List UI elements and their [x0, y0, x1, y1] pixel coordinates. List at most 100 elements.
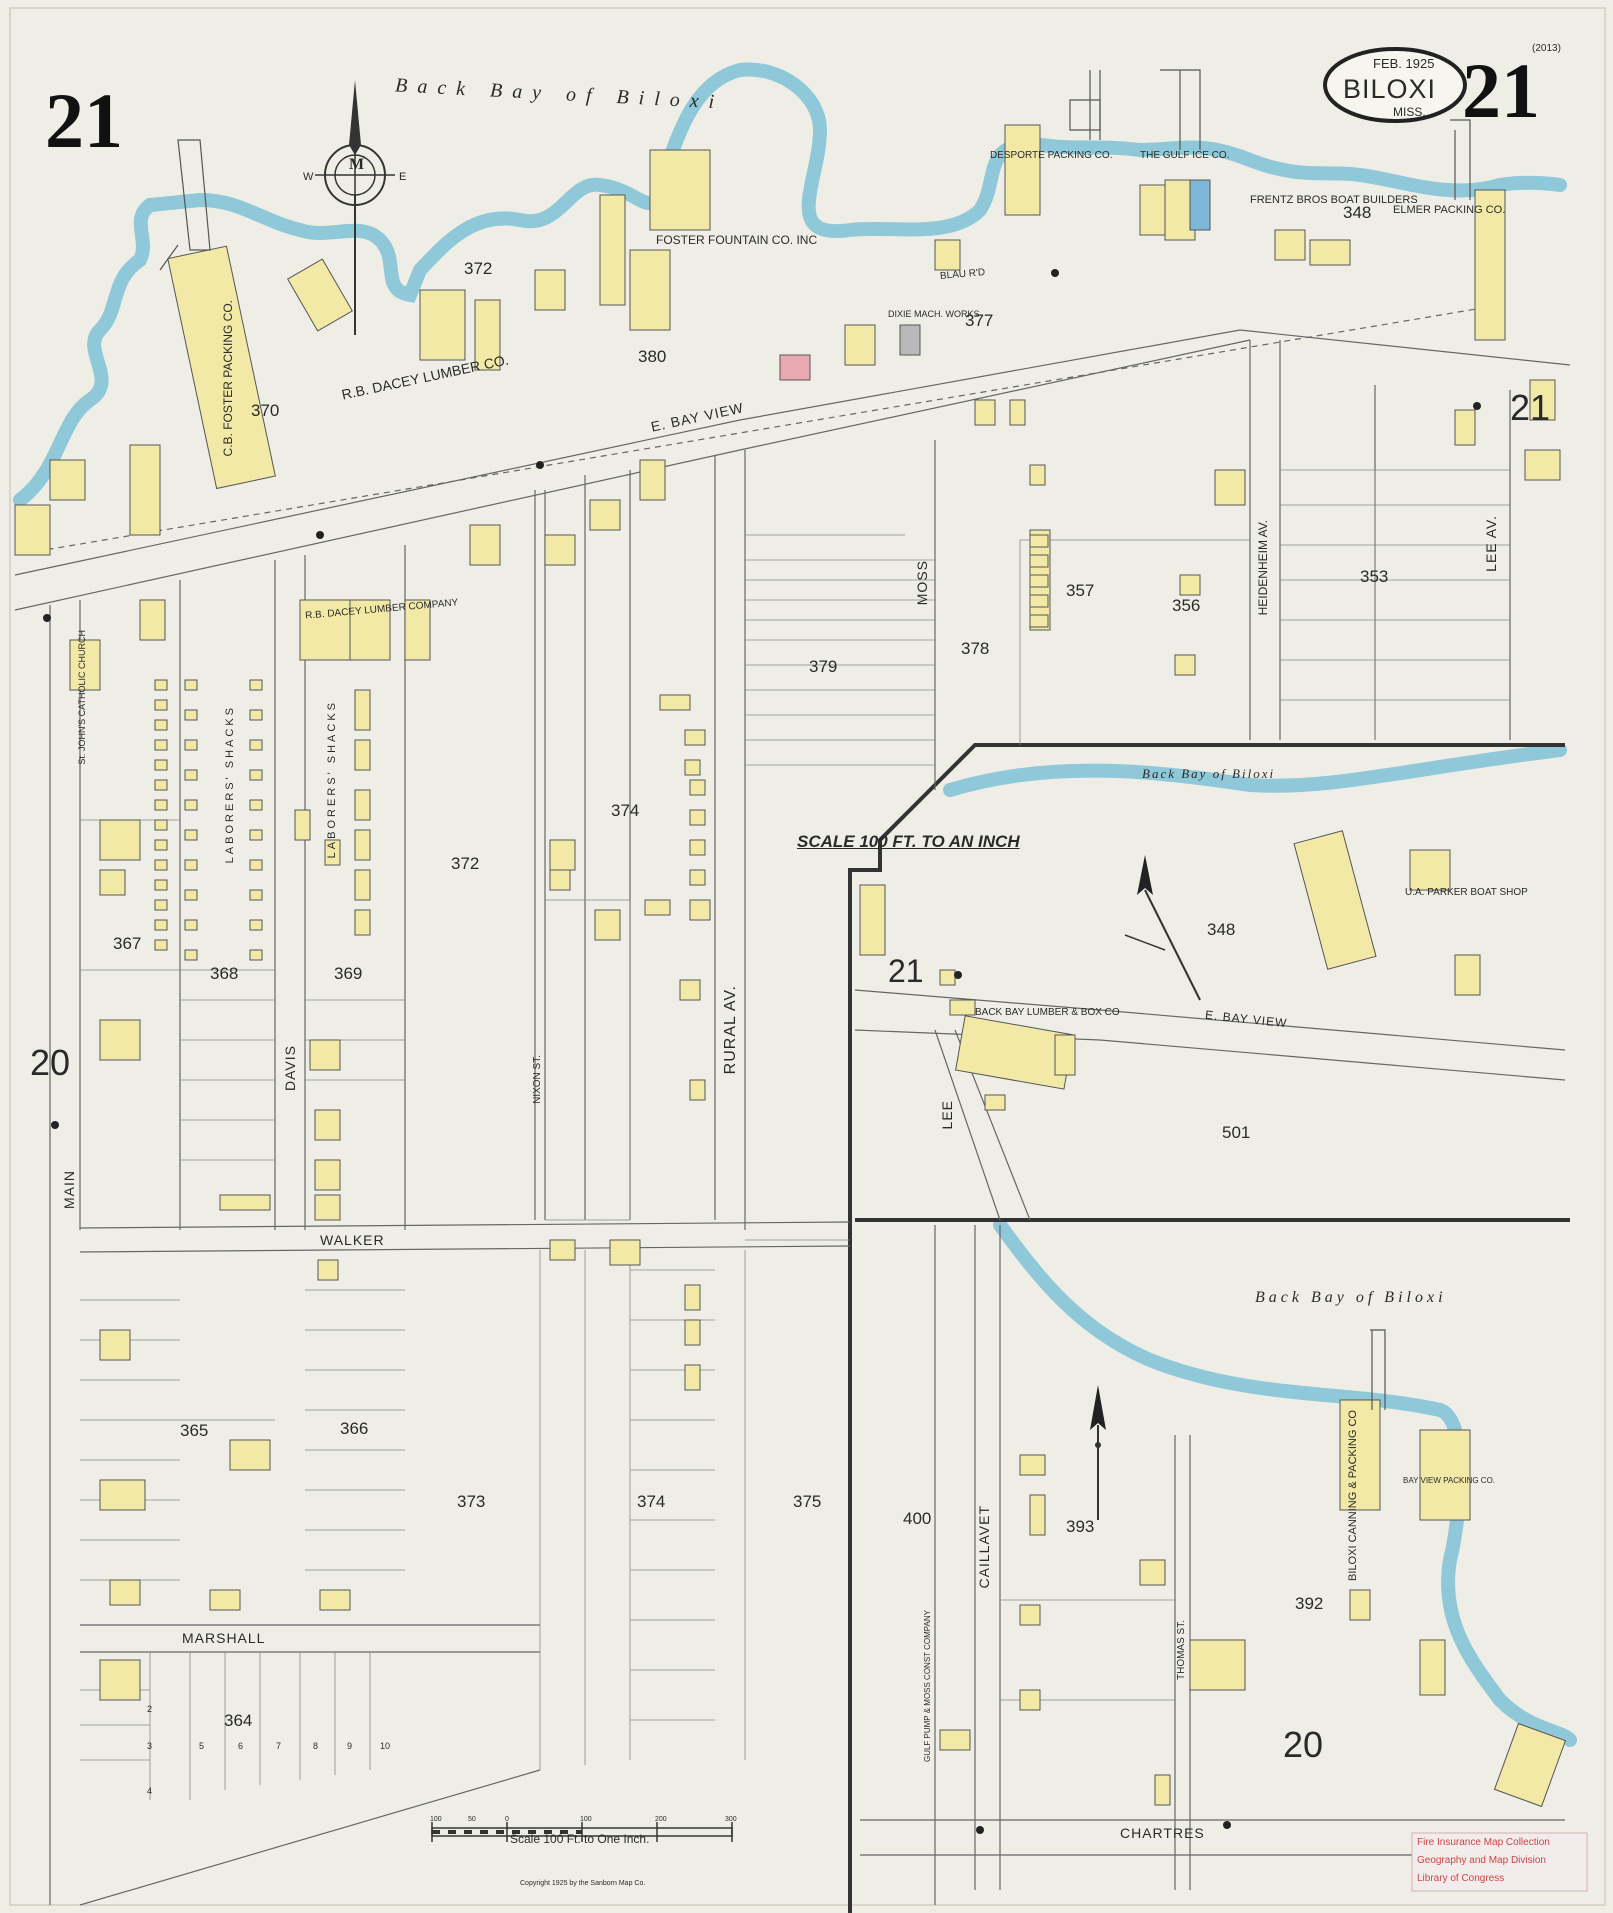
lot-number: 4 — [147, 1786, 153, 1796]
block-number: 373 — [457, 1492, 486, 1511]
scale-label-top: SCALE 100 FT. TO AN INCH — [797, 832, 1020, 851]
scale-bar — [431, 1822, 733, 1842]
corner-note: (2013) — [1532, 43, 1561, 54]
block-number: 375 — [793, 1492, 822, 1511]
street-nixon: NIXON ST. — [532, 1055, 543, 1104]
svg-text:W: W — [303, 171, 314, 183]
inset-shoreline — [943, 743, 1567, 797]
copyright: Copyright 1925 by the Sanborn Map Co. — [520, 1880, 646, 1887]
ice-plant — [1189, 179, 1211, 231]
scale-tick: 300 — [725, 1816, 737, 1823]
scale-tick: 50 — [468, 1816, 476, 1823]
block-number: 377 — [965, 311, 994, 330]
block-number: 374 — [637, 1492, 666, 1511]
inset2-shoreline — [993, 1218, 1577, 1747]
label-biloxi-canning: BILOXI CANNING & PACKING CO — [1347, 1410, 1359, 1581]
block-number: 374 — [611, 801, 640, 820]
piers — [159, 69, 1471, 1410]
scale-tick: 0 — [505, 1816, 509, 1823]
block-number: 370 — [251, 401, 280, 420]
label-back-bay-lumber: BACK BAY LUMBER & BOX CO — [975, 1007, 1120, 1018]
sheet-number-left: 21 — [45, 77, 123, 164]
block-number: 372 — [451, 854, 480, 873]
dixie-machine-works — [899, 324, 921, 356]
street-main: MAIN — [61, 1170, 77, 1209]
block-number: 356 — [1172, 596, 1201, 615]
stamp-line: Library of Congress — [1417, 1873, 1505, 1884]
block-number: 393 — [1066, 1517, 1095, 1536]
stamp-line: Fire Insurance Map Collection — [1417, 1837, 1550, 1848]
label-cb-foster: C.B. FOSTER PACKING CO. — [221, 300, 235, 457]
sheet-number-right: 21 — [1462, 47, 1540, 134]
street-rural: RURAL AV. — [722, 985, 739, 1075]
label-frentz: FRENTZ BROS BOAT BUILDERS — [1250, 194, 1418, 206]
street-thomas: THOMAS ST. — [1176, 1620, 1187, 1681]
scale-tick: 100 — [580, 1816, 592, 1823]
lot-number: 10 — [380, 1741, 391, 1751]
block-number: 353 — [1360, 567, 1389, 586]
label-laborers-shacks: LABORERS' SHACKS — [224, 705, 236, 864]
block-number: 400 — [903, 1509, 932, 1528]
lot-number: 2 — [147, 1704, 153, 1714]
block-number: 348 — [1343, 203, 1372, 222]
lot-number: 8 — [313, 1741, 319, 1751]
sheet-ref-bottom: 20 — [1283, 1724, 1324, 1765]
street-moss: MOSS — [914, 560, 930, 606]
north-arrow-icon — [1124, 855, 1201, 1001]
block-number: 379 — [809, 657, 838, 676]
block-number: 365 — [180, 1421, 209, 1440]
label-gulf-pump: GULF PUMP & MOSS CONST COMPANY — [923, 1610, 932, 1763]
water-label-inset2: Back Bay of Biloxi — [1255, 1289, 1447, 1306]
label-elmer: ELMER PACKING CO. — [1393, 204, 1506, 216]
label-dixie: DIXIE MACH. WORKS — [888, 309, 980, 319]
scale-tick: 100 — [430, 1816, 442, 1823]
scale-label-bottom: Scale 100 Ft. to One Inch. — [510, 1832, 650, 1846]
lot-number: 6 — [238, 1741, 244, 1751]
sheet-ref-inset: 21 — [888, 953, 924, 989]
block-number: 392 — [1295, 1594, 1324, 1613]
back-bay-shoreline — [13, 62, 1567, 507]
water-label-inset1: Back Bay of Biloxi — [1142, 766, 1276, 781]
street-chartres: CHARTRES — [1120, 1825, 1205, 1841]
block-number: 367 — [113, 934, 142, 953]
street-caillavet: CAILLAVET — [976, 1505, 992, 1589]
svg-text:M: M — [349, 156, 364, 173]
block-number: 501 — [1222, 1123, 1251, 1142]
label-st-johns: St. JOHN'S CATHOLIC CHURCH — [77, 630, 87, 765]
block-number: 368 — [210, 964, 239, 983]
label-desporte: DESPORTE PACKING CO. — [990, 150, 1113, 161]
block-number: 357 — [1066, 581, 1095, 600]
scale-tick: 200 — [655, 1816, 667, 1823]
svg-text:E: E — [399, 171, 406, 183]
label-foster-fountain: FOSTER FOUNTAIN CO. INC — [656, 233, 818, 247]
label-parker: U.A. PARKER BOAT SHOP — [1405, 887, 1528, 898]
street-walker: WALKER — [320, 1232, 385, 1248]
street-marshall: MARSHALL — [182, 1630, 266, 1646]
label-bay-view-packing: BAY VIEW PACKING CO. — [1403, 1476, 1496, 1485]
stamp-line: Geography and Map Division — [1417, 1855, 1546, 1866]
hydrants — [43, 269, 1481, 1834]
block-number: 372 — [464, 259, 493, 278]
lot-number: 3 — [147, 1741, 153, 1751]
laborers-shacks — [154, 534, 1049, 961]
lot-number: 7 — [276, 1741, 282, 1751]
block-number: 364 — [224, 1711, 253, 1730]
street-davis: DAVIS — [282, 1045, 298, 1091]
lot-number: 9 — [347, 1741, 353, 1751]
sheet-date: FEB. 1925 — [1373, 56, 1435, 71]
block-number: 378 — [961, 639, 990, 658]
label-laborers-shacks-2: LABORERS' SHACKS — [326, 700, 338, 859]
library-stamp — [1411, 1832, 1588, 1892]
brick-building — [779, 354, 811, 381]
title-cartouche — [1323, 47, 1467, 123]
label-gulf-ice: THE GULF ICE CO. — [1140, 150, 1230, 161]
sheet-state: MISS. — [1393, 105, 1426, 119]
block-number: 380 — [638, 347, 667, 366]
block-number: 369 — [334, 964, 363, 983]
sheet-ref-left: 20 — [30, 1042, 71, 1083]
lot-number: 5 — [199, 1741, 205, 1751]
street-lee-inset: LEE — [939, 1100, 955, 1130]
sheet-city: BILOXI — [1343, 74, 1437, 104]
north-arrow-icon-2 — [1090, 1385, 1106, 1520]
